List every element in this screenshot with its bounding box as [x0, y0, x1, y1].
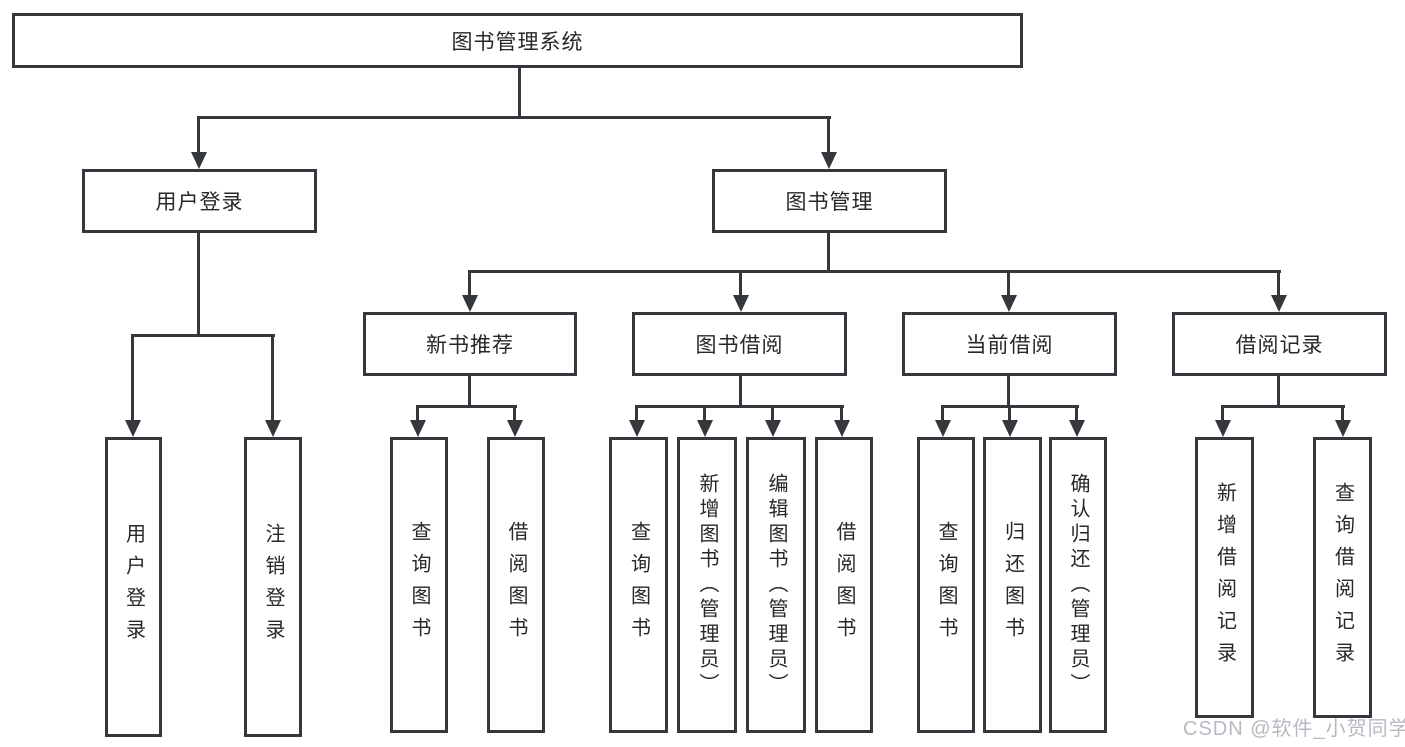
node-current-borrow: 当前借阅: [902, 312, 1117, 376]
connector-borrow-records-stem: [1277, 376, 1280, 408]
node-book-borrow: 图书借阅: [632, 312, 847, 376]
leaf-edit-books-admin: 编辑图书（管理员）: [746, 437, 806, 733]
connector-to-new-book: [468, 270, 471, 298]
connector-leaf: [635, 405, 638, 423]
connector-level1-branch: [197, 116, 831, 119]
node-library-management-system: 图书管理系统: [12, 13, 1023, 68]
arrow-down-icon: [765, 420, 781, 437]
leaf-query-books-borrow: 查询图书: [609, 437, 668, 733]
arrow-down-icon: [462, 295, 478, 312]
csdn-watermark: CSDN @软件_小贺同学: [1183, 718, 1405, 740]
connector-leaf: [941, 405, 944, 423]
arrow-down-icon: [834, 420, 850, 437]
connector-leaf: [771, 405, 774, 423]
connector-leaf: [703, 405, 706, 423]
connector-level2-branch: [468, 270, 1281, 273]
arrow-down-icon: [1215, 420, 1231, 437]
arrow-down-icon: [1335, 420, 1351, 437]
leaf-return-books: 归还图书: [983, 437, 1042, 733]
arrow-down-icon: [265, 420, 281, 437]
arrow-down-icon: [821, 152, 837, 169]
connector-current-borrow-stem: [1007, 376, 1010, 408]
arrow-down-icon: [733, 295, 749, 312]
connector-leaf: [416, 405, 419, 423]
connector-new-book-stem: [468, 376, 471, 408]
connector-to-book-borrow: [739, 270, 742, 298]
arrow-down-icon: [1001, 295, 1017, 312]
leaf-borrow-books: 借阅图书: [815, 437, 873, 733]
connector-new-book-branch: [416, 405, 517, 408]
node-borrow-records: 借阅记录: [1172, 312, 1387, 376]
connector-leaf: [840, 405, 843, 423]
node-new-book-recommend: 新书推荐: [363, 312, 577, 376]
leaf-add-books-admin: 新增图书（管理员）: [677, 437, 737, 733]
arrow-down-icon: [1271, 295, 1287, 312]
connector-book-borrow-stem: [739, 376, 742, 408]
arrow-down-icon: [507, 420, 523, 437]
connector-to-borrow-records: [1277, 270, 1280, 298]
arrow-down-icon: [1069, 420, 1085, 437]
leaf-borrow-books-newbook: 借阅图书: [487, 437, 545, 733]
connector-to-leaf-login: [131, 334, 134, 422]
connector-borrow-records-branch: [1221, 405, 1345, 408]
node-book-management: 图书管理: [712, 169, 947, 233]
leaf-user-login: 用户登录: [105, 437, 162, 737]
leaf-query-borrow-record: 查询借阅记录: [1313, 437, 1372, 718]
connector-leaf: [1341, 405, 1344, 423]
arrow-down-icon: [935, 420, 951, 437]
arrow-down-icon: [697, 420, 713, 437]
arrow-down-icon: [629, 420, 645, 437]
connector-root-stem: [518, 68, 521, 118]
connector-user-login-stem: [197, 233, 200, 337]
connector-leaf: [1221, 405, 1224, 423]
arrow-down-icon: [191, 152, 207, 169]
node-user-login: 用户登录: [82, 169, 317, 233]
connector-leaf: [1075, 405, 1078, 423]
leaf-logout: 注销登录: [244, 437, 302, 737]
leaf-query-books-current: 查询图书: [917, 437, 975, 733]
leaf-query-books-newbook: 查询图书: [390, 437, 448, 733]
connector-user-login-branch: [131, 334, 275, 337]
arrow-down-icon: [1002, 420, 1018, 437]
connector-leaf: [1008, 405, 1011, 423]
arrow-down-icon: [125, 420, 141, 437]
leaf-add-borrow-record: 新增借阅记录: [1195, 437, 1254, 718]
connector-to-book-management: [827, 116, 830, 154]
arrow-down-icon: [410, 420, 426, 437]
connector-book-management-stem: [827, 233, 830, 272]
connector-book-borrow-branch: [635, 405, 844, 408]
connector-to-current-borrow: [1007, 270, 1010, 298]
connector-leaf: [513, 405, 516, 423]
leaf-confirm-return-admin: 确认归还（管理员）: [1049, 437, 1107, 733]
connector-to-user-login: [197, 116, 200, 154]
connector-to-leaf-logout: [271, 334, 274, 422]
